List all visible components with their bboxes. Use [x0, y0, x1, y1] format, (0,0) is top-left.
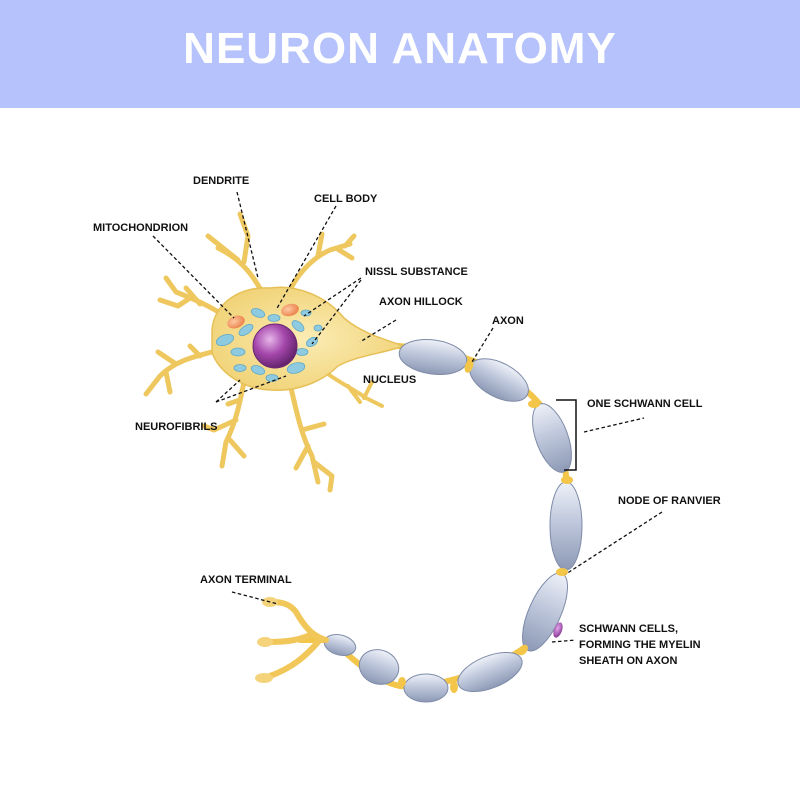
label-schwann-cells-line1: SCHWANN CELLS, — [579, 623, 678, 635]
labels: DENDRITE CELL BODY MITOCHONDRION NISSL S… — [93, 175, 721, 667]
myelin-segment — [522, 572, 568, 652]
label-node-of-ranvier: NODE OF RANVIER — [618, 495, 721, 507]
label-cell-body: CELL BODY — [314, 193, 378, 205]
label-schwann-cells-line2: FORMING THE MYELIN — [579, 639, 701, 651]
nucleus — [252, 323, 298, 369]
myelin-segment — [398, 339, 468, 375]
schwann-cell-nucleus — [553, 622, 563, 638]
label-mitochondrion: MITOCHONDRION — [93, 222, 188, 234]
myelin-segment — [403, 673, 449, 703]
nodes-of-ranvier — [398, 359, 573, 693]
nissl-substance — [215, 308, 323, 382]
label-nissl-substance: NISSL SUBSTANCE — [365, 266, 468, 278]
myelin-segment — [358, 649, 400, 685]
label-nucleus: NUCLEUS — [363, 374, 416, 386]
mitochondrion — [227, 315, 245, 329]
myelin-segment — [532, 403, 572, 473]
label-axon: AXON — [492, 315, 524, 327]
myelin-segment — [549, 481, 583, 571]
page-title: NEURON ANATOMY — [183, 24, 617, 73]
title-banner: NEURON ANATOMY — [0, 0, 800, 108]
label-schwann-cells-line3: SHEATH ON AXON — [579, 655, 677, 667]
label-axon-terminal: AXON TERMINAL — [200, 574, 292, 586]
myelin-sheath — [323, 339, 583, 703]
axon-terminal — [265, 599, 329, 679]
leader-lines — [152, 191, 663, 643]
label-neurofibrils: NEUROFIBRILS — [135, 421, 218, 433]
label-dendrite: DENDRITE — [193, 175, 249, 187]
mitochondrion — [281, 303, 299, 317]
label-axon-hillock: AXON HILLOCK — [379, 296, 463, 308]
label-one-schwann-cell: ONE SCHWANN CELL — [587, 398, 703, 410]
myelin-segment — [323, 633, 357, 657]
myelin-segment — [457, 651, 523, 693]
